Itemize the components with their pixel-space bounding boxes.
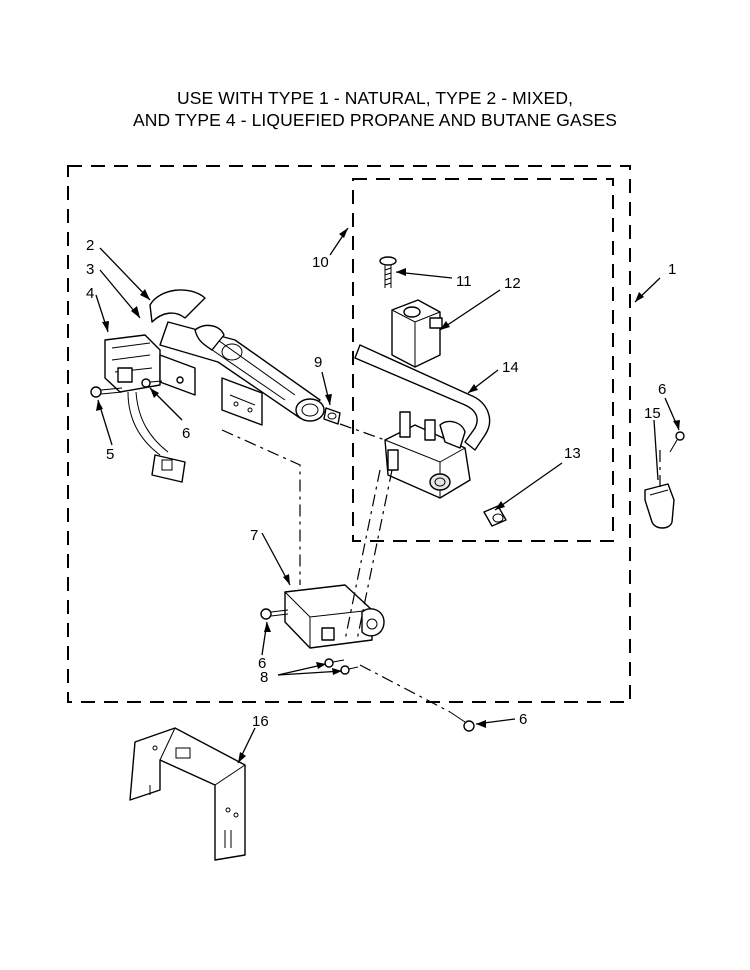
flame-sensor-bracket [221, 377, 263, 426]
orifice-part-9 [323, 407, 341, 425]
callout-12: 12 [504, 275, 521, 292]
callout-13: 13 [564, 445, 581, 462]
mounting-bracket-part-16 [129, 727, 246, 861]
ignitor-bracket-part-4 [104, 334, 161, 393]
screw-bottom-6 [449, 711, 475, 732]
ignitor-part-3 [159, 354, 196, 396]
callout-14: 14 [502, 359, 519, 376]
callout-6-bottom: 6 [519, 711, 527, 728]
callout-8: 8 [260, 669, 268, 686]
coil-part-12 [391, 299, 443, 368]
callout-9: 9 [314, 354, 322, 371]
diagram-title-line-1: USE WITH TYPE 1 - NATURAL, TYPE 2 - MIXE… [176, 88, 574, 108]
assembly-1-boundary [67, 165, 631, 703]
valve-assembly-10-boundary [352, 178, 614, 542]
bracket-part-15 [644, 483, 675, 529]
screws-part-8 [324, 658, 359, 675]
callout-16: 16 [252, 713, 269, 730]
callout-15: 15 [644, 405, 661, 422]
screw-right-6 [669, 431, 685, 453]
valve-bracket-part-7 [284, 584, 385, 649]
callout-6-right: 6 [658, 381, 666, 398]
callout-6-bracket: 6 [258, 655, 266, 672]
callout-2: 2 [86, 237, 94, 254]
screw-part-5 [90, 386, 123, 398]
screw-ignitor-bracket [141, 378, 163, 388]
screw-bracket-6 [260, 608, 289, 620]
callout-5: 5 [106, 446, 114, 463]
callout-4: 4 [86, 285, 94, 302]
callout-6-ignitor: 6 [182, 425, 190, 442]
ignitor-wire-harness [127, 391, 186, 483]
callout-1: 1 [668, 261, 676, 278]
alignment-lines [221, 423, 661, 713]
burner-tube-part-2 [149, 289, 325, 422]
screw-part-11 [379, 256, 397, 288]
callout-11: 11 [456, 273, 472, 290]
leader-arrowheads [96, 228, 680, 763]
callout-3: 3 [86, 261, 94, 278]
fitting-part-13 [483, 505, 507, 527]
diagram-title-line-2: AND TYPE 4 - LIQUEFIED PROPANE AND BUTAN… [132, 110, 618, 130]
callout-10: 10 [312, 254, 329, 271]
gas-valve-tube-part-14 [354, 344, 491, 451]
gas-valve-body [384, 411, 471, 499]
callout-7: 7 [250, 527, 258, 544]
